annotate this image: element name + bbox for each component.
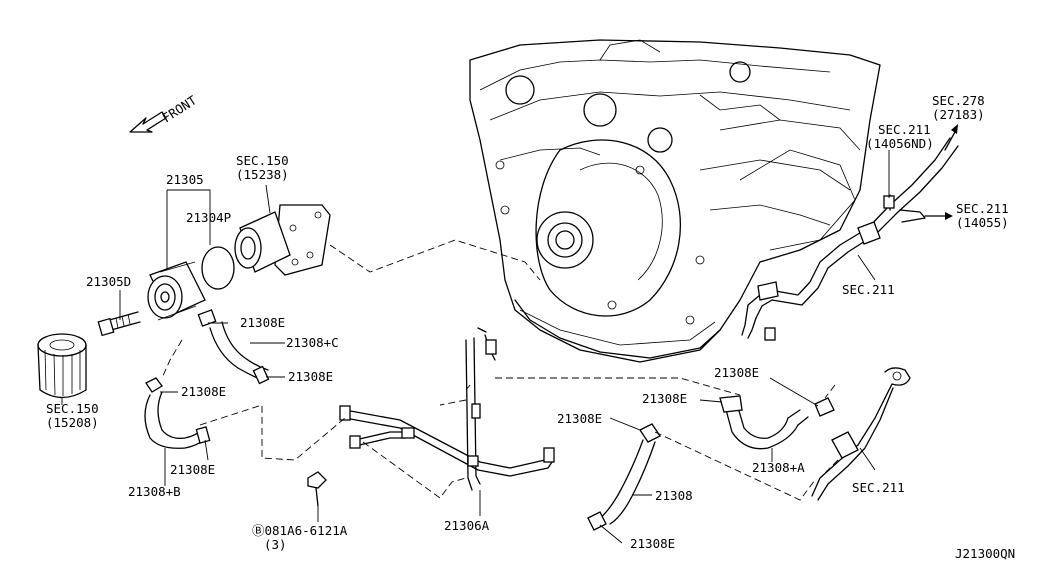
front-label: FRONT [159, 92, 199, 125]
label-21308e-4[interactable]: 21308E [170, 462, 215, 477]
engine-block-illustration [469, 39, 881, 363]
clamp-21308e-b-illustration [145, 377, 163, 393]
bolt-081a6-illustration [307, 471, 327, 507]
label-sec278-27183-line2[interactable]: (27183) [932, 107, 985, 122]
diagram-code: J21300QN [955, 546, 1015, 561]
oil-filter-bracket-illustration [234, 204, 331, 276]
front-arrow-icon [129, 111, 167, 133]
label-sec150-15238-line1[interactable]: SEC.150 [236, 153, 289, 168]
hose-21308b-illustration [144, 391, 205, 449]
label-bolt-081a6-line1[interactable]: Ⓑ081A6-6121A [252, 523, 348, 538]
label-21305[interactable]: 21305 [166, 172, 204, 187]
label-sec211-14055-line2[interactable]: (14055) [956, 215, 1009, 230]
hose-21308-illustration [597, 439, 656, 525]
hose-21308a-illustration [724, 403, 809, 450]
clamp-21308e-f-illustration [719, 395, 743, 413]
label-21308e-6[interactable]: 21308E [642, 391, 687, 406]
label-sec211-a[interactable]: SEC.211 [842, 282, 895, 297]
oil-cooler-21305-illustration [147, 261, 206, 321]
label-21308e-5[interactable]: 21308E [714, 365, 759, 380]
label-sec211-14056nd-line2[interactable]: (14056ND) [866, 136, 934, 151]
oil-pipe-21306a-illustration [339, 327, 555, 491]
label-21306a[interactable]: 21306A [444, 518, 490, 533]
clamp-21308e-g-illustration [814, 397, 835, 417]
label-21308a[interactable]: 21308+A [752, 460, 805, 475]
label-21308e-1[interactable]: 21308E [240, 315, 285, 330]
leader-lines [61, 150, 890, 544]
label-21308e-7[interactable]: 21308E [557, 411, 602, 426]
label-21308e-8[interactable]: 21308E [630, 536, 675, 551]
label-sec278-27183-line1[interactable]: SEC.278 [932, 93, 985, 108]
label-21305d[interactable]: 21305D [86, 274, 131, 289]
label-21308e-2[interactable]: 21308E [288, 369, 333, 384]
clamp-21308e-d-illustration [639, 423, 661, 443]
clamp-21308e-a-illustration [252, 365, 270, 385]
clamp-21308e-e-illustration [587, 511, 607, 531]
label-sec150-15208-line1[interactable]: SEC.150 [46, 401, 99, 416]
oil-filter-illustration [37, 333, 87, 399]
pipe-sec211-upper-illustration [741, 137, 959, 341]
part-labels: SEC.150 (15238) 21305 21304P 21305D 2130… [46, 93, 1015, 561]
clamp-21308e-c-illustration [195, 426, 211, 444]
label-sec150-15208-line2[interactable]: (15208) [46, 415, 99, 430]
phantom-lines [161, 239, 839, 501]
pipe-sec211-lower-illustration [811, 367, 911, 501]
label-sec211-14055-line1[interactable]: SEC.211 [956, 201, 1009, 216]
label-21308b[interactable]: 21308+B [128, 484, 181, 499]
label-21308c[interactable]: 21308+C [286, 335, 339, 350]
o-ring-21304p-illustration [201, 246, 235, 290]
connector-21305d-illustration [97, 311, 141, 337]
label-bolt-081a6-line2[interactable]: (3) [264, 537, 287, 552]
label-21308[interactable]: 21308 [655, 488, 693, 503]
label-sec211-14056nd-line1[interactable]: SEC.211 [878, 122, 931, 137]
label-sec211-b[interactable]: SEC.211 [852, 480, 905, 495]
label-21308e-3[interactable]: 21308E [181, 384, 226, 399]
label-sec150-15238-line2[interactable]: (15238) [236, 167, 289, 182]
front-direction-indicator: FRONT [129, 92, 200, 133]
label-21304p[interactable]: 21304P [186, 210, 231, 225]
